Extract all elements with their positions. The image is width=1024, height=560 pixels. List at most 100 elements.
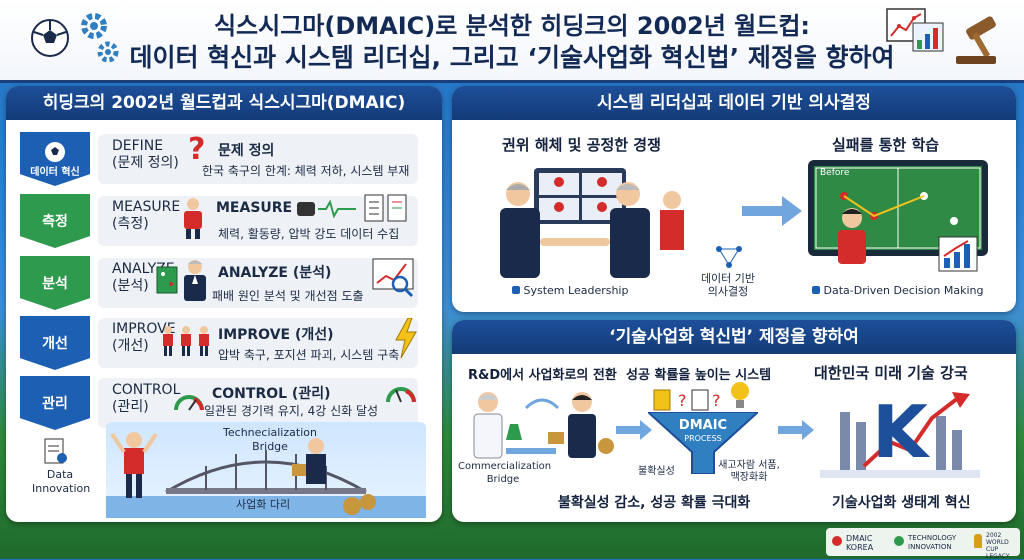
left-panel-title: 히딩크의 2002년 월드컵과 식스시그마(DMAIC): [6, 86, 442, 120]
step-desc-improve: 압박 축구, 포지션 파괴, 시스템 구축: [218, 348, 400, 362]
coach-icon: [180, 258, 210, 306]
arrow-right-icon: [778, 420, 814, 444]
dmaic-funnel: DMAIC PROCESS: [648, 412, 758, 474]
data-decision-label: 데이터 기반 의사결정: [700, 272, 756, 298]
right-heading: 실패를 통한 학습: [832, 136, 940, 154]
step-desc-analyze: 패배 원인 분석 및 개선점 도출: [212, 289, 364, 303]
analysis-chart-icon: [372, 258, 416, 302]
bottom-right-label: 기술사업화 생태계 혁신: [832, 495, 971, 511]
svg-text:?: ?: [678, 391, 687, 410]
step-desc-define: 한국 축구의 한계: 체력 저하, 시스템 부재: [202, 164, 410, 178]
uncertainty-label: 불확실성: [638, 466, 675, 477]
step-name: IMPROVE: [112, 321, 176, 337]
network-icon: [714, 244, 744, 274]
step-badge-measure: 측정: [20, 194, 90, 248]
step-heading-measure: MEASURE: [216, 200, 293, 216]
player-icon: [180, 196, 206, 244]
funnel-label: DMAIC: [678, 418, 728, 433]
lightbulb-icon: [728, 380, 752, 414]
gear-icon: [76, 8, 122, 70]
step-name-ko: (측정): [112, 216, 149, 232]
right-bottom-title: ‘기술사업화 혁신법’ 제정을 향하여: [452, 320, 1016, 354]
right-top-title: 시스템 리더십과 데이터 기반 의사결정: [452, 86, 1016, 120]
svg-text:?: ?: [712, 391, 721, 410]
commercialization-bridge-label: Commercialization Bridge: [458, 461, 552, 485]
col3-heading: 대한민국 미래 기술 강국: [814, 364, 968, 382]
team-players-icon: [160, 324, 214, 362]
tactics-board-icon: [156, 266, 178, 298]
col2-heading: 성공 확률을 높이는 시스템: [626, 368, 772, 383]
step-name: MEASURE: [112, 199, 181, 215]
step-name-define: DEFINE(문제 정의): [112, 138, 179, 172]
logo-dmaic-korea: DMAIC KOREA: [846, 534, 874, 552]
step-desc-control: 일관된 경기력 유지, 4강 신화 달성: [204, 404, 379, 418]
arrow-right-icon: [742, 196, 802, 230]
data-innovation-label: Data Innovation: [32, 468, 91, 495]
k-letter: K: [872, 390, 928, 474]
document-icon: [44, 438, 68, 470]
bar-chart-icon: [912, 22, 944, 56]
footer-logos: DMAIC KOREA TECHNOLOGY INNOVATION 2002 W…: [826, 528, 1020, 560]
data-driven-label: Data-Driven Decision Making: [812, 284, 983, 297]
gavel-icon: [950, 14, 1010, 72]
growth-chart-icon: [938, 236, 978, 276]
funnel-sub: PROCESS: [684, 434, 722, 443]
step-name-ko: (개선): [112, 338, 149, 354]
step-heading-define: 문제 정의: [218, 143, 275, 159]
step-badge-control: 관리: [20, 376, 90, 430]
step-name-ko: (문제 정의): [112, 155, 179, 171]
new-tech-label: 새고자람 서품, 맥장화화: [718, 460, 780, 483]
before-label: Before: [820, 168, 850, 178]
step-name-improve: IMPROVE(개선): [112, 321, 176, 355]
step-name-measure: MEASURE(측정): [112, 199, 180, 233]
step-name-control: CONTROL(관리): [112, 382, 180, 416]
step-heading-improve: IMPROVE (개선): [218, 327, 334, 343]
step-name: DEFINE: [112, 138, 164, 154]
step-row-analyze: [98, 258, 418, 308]
bottom-center-label: 불확실성 감소, 성공 확률 극대화: [558, 495, 751, 511]
step-desc-measure: 체력, 활동량, 압박 강도 데이터 수집: [218, 227, 400, 241]
step-row-control: [98, 378, 418, 428]
step-name-ko: (분석): [112, 278, 149, 294]
step-badge-label: 데이터 혁신: [30, 166, 80, 178]
title-line2: 데이터 혁신과 시스템 리더십, 그리고 ‘기술사업화 혁신법’ 제정을 향하여: [129, 43, 895, 72]
left-panel: 히딩크의 2002년 월드컵과 식스시그마(DMAIC) 데이터 혁신 DEFI…: [6, 86, 442, 522]
step-name: CONTROL: [112, 382, 181, 398]
checklist-icon: [364, 194, 408, 228]
step-badge-define: 데이터 혁신: [20, 132, 90, 186]
question-mark-icon: ?: [188, 132, 206, 167]
step-row-improve: [98, 318, 418, 368]
data-driven-text: Data-Driven Decision Making: [823, 284, 984, 297]
documents-icon: ??: [652, 388, 728, 418]
bridge-caption: 사업화 다리: [236, 498, 291, 511]
lightning-icon: [394, 317, 418, 362]
left-heading: 권위 해체 및 공정한 경쟁: [502, 136, 661, 154]
gauge-icon: [174, 392, 204, 416]
bridge-scene: Technecialization Bridge 사업화 다리: [106, 422, 426, 518]
step-row-define: [98, 134, 418, 184]
bridge-label: Technecialization Bridge: [223, 426, 317, 453]
title-line1: 식스시그마(DMAIC)로 분석한 히딩크의 2002년 월드컵:: [213, 12, 811, 40]
right-bottom-panel: ‘기술사업화 혁신법’ 제정을 향하여 R&D에서 사업화로의 전환 성공 확률…: [452, 320, 1016, 522]
system-leadership-text: System Leadership: [523, 284, 629, 297]
trophy-icon: [974, 534, 982, 548]
logo-world-cup-legacy: 2002 WORLD CUP LEGACY: [986, 532, 1010, 560]
tech-logo-icon: [894, 536, 904, 546]
step-heading-analyze: ANALYZE (분석): [218, 265, 332, 281]
right-top-panel: 시스템 리더십과 데이터 기반 의사결정 권위 해체 및 공정한 경쟁 실패를 …: [452, 86, 1016, 312]
step-heading-control: CONTROL (관리): [212, 386, 331, 402]
dmaic-logo-icon: [832, 536, 842, 546]
k-growth-graphic: K: [820, 386, 980, 480]
player-icon: [832, 206, 872, 270]
step-badge-improve: 개선: [20, 316, 90, 370]
step-name-ko: (관리): [112, 399, 149, 415]
heartbeat-icon: [296, 199, 358, 222]
header: 식스시그마(DMAIC)로 분석한 히딩크의 2002년 월드컵: 데이터 혁신…: [0, 0, 1024, 83]
col1-heading: R&D에서 사업화로의 전환: [468, 368, 617, 383]
soccer-ball-icon: [45, 141, 65, 162]
chip-icon: [812, 286, 820, 294]
gauge-icon: [386, 384, 416, 408]
arrow-right-icon: [616, 420, 652, 444]
logo-technology-innovation: TECHNOLOGY INNOVATION: [908, 534, 957, 551]
system-leadership-label: System Leadership: [512, 284, 628, 297]
